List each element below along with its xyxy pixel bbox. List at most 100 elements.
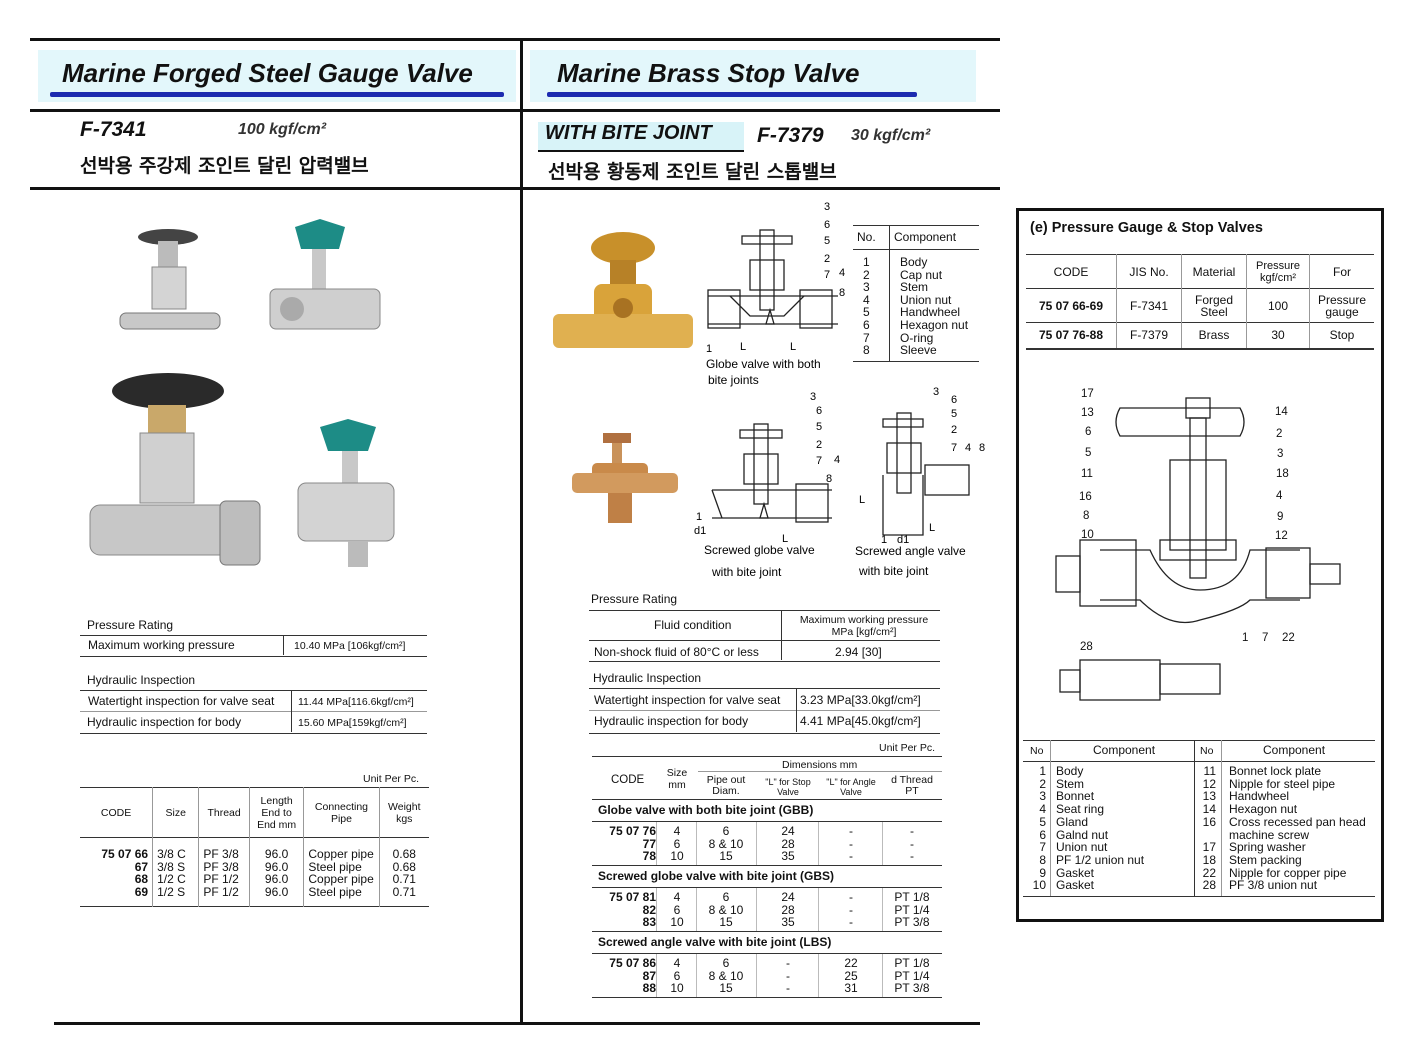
diagram1-caption-2: bite joints <box>708 373 759 387</box>
middle-rating-h2: Maximum working pressure MPa [kgf/cm²] <box>799 614 929 638</box>
middle-rating-h1: Fluid condition <box>654 618 732 632</box>
callout-3: 3 <box>824 201 830 213</box>
cell: 24 <box>781 824 795 838</box>
diagram-callout: 3 <box>1277 448 1284 460</box>
cell: 100 <box>1246 288 1310 323</box>
left-product-photos <box>89 219 395 567</box>
diagram-callout: 22 <box>1282 632 1295 644</box>
list-item: PF 1/2 union nut <box>1056 852 1145 867</box>
cell: 96.0 <box>248 860 304 873</box>
brass-valve-photo-2 <box>572 433 678 523</box>
list-item: 7 <box>1039 840 1046 855</box>
cell: 88 <box>642 981 656 995</box>
cell: 5 <box>863 305 870 320</box>
cell: 1/2 C <box>152 873 199 886</box>
cell: PT 1/8 <box>894 956 930 970</box>
group-title: Screwed angle valve with bite joint (LBS… <box>598 935 832 949</box>
group-rule <box>592 821 942 822</box>
callout-2: 2 <box>816 439 822 451</box>
callout-5: 5 <box>951 408 957 420</box>
list-item: 17 <box>1202 840 1216 855</box>
callout-2: 2 <box>824 253 830 265</box>
cell: Pressure gauge <box>1309 288 1374 323</box>
cell: - <box>910 824 914 838</box>
callout-8: 8 <box>839 287 845 299</box>
bottom-rule <box>54 1022 980 1025</box>
left-korean: 선박용 주강제 조인트 달린 압력밸브 <box>80 155 369 177</box>
diagram2-caption-1: Screwed globe valve <box>704 543 815 557</box>
callout-8: 8 <box>979 442 985 454</box>
cell: 8 & 10 <box>708 836 744 851</box>
cell: O-ring <box>889 331 979 345</box>
left-hyd-title: Hydraulic Inspection <box>87 673 196 687</box>
brass-valve-photo-1 <box>553 232 693 348</box>
cell: 3/8 S <box>152 860 199 873</box>
cell: 10 <box>670 981 684 995</box>
bite-joint-box <box>538 122 744 150</box>
middle-dim-header: Dimensions mm <box>782 759 858 771</box>
rs-th-for: For <box>1309 254 1374 289</box>
diagram-callout: 7 <box>1262 632 1269 644</box>
cell: 75 07 86 <box>609 956 656 970</box>
list-item: Spring washer <box>1229 840 1306 855</box>
cell: Hexagon nut <box>889 319 979 332</box>
diagram-callout: 4 <box>1276 490 1283 502</box>
diagram-callout: 10 <box>1081 529 1094 541</box>
cell: 4 <box>673 824 681 838</box>
cell: 75 07 76-88 <box>1038 328 1104 343</box>
cell: Brass <box>1181 322 1247 349</box>
right-comp-div-1 <box>1050 740 1051 896</box>
cell: PT 3/8 <box>894 981 930 995</box>
diagram-callout: 18 <box>1276 468 1289 480</box>
callout-l: L <box>859 494 865 506</box>
column-divider <box>520 38 523 1024</box>
list-item: 12 <box>1202 776 1216 791</box>
cell: 22 <box>844 956 858 970</box>
list-item: Gland <box>1056 814 1089 829</box>
left-rating-title: Pressure Rating <box>87 618 174 632</box>
cell: - <box>786 968 790 983</box>
middle-th-pipe: Pipe out Diam. <box>706 774 746 797</box>
callout-1: 1 <box>881 534 887 546</box>
callout-l: L <box>782 533 788 545</box>
diagram-callout: 5 <box>1085 447 1092 459</box>
cell: 87 <box>642 968 656 983</box>
list-item: 22 <box>1202 865 1216 880</box>
rc-th-comp-1: Component <box>1093 743 1156 757</box>
cell: - <box>849 849 853 863</box>
group-col-divider <box>656 888 657 931</box>
cell: F-7379 <box>1116 322 1182 349</box>
list-item: 18 <box>1202 852 1216 867</box>
diagram1-caption-1: Globe valve with both <box>706 357 821 371</box>
diagram-callout: 9 <box>1277 511 1284 523</box>
cell: 15 <box>719 915 733 929</box>
group-col-divider <box>882 888 883 931</box>
list-item: 10 <box>1032 878 1046 893</box>
group-col-divider <box>882 954 883 997</box>
left-th-pipe: Connecting Pipe <box>303 787 380 838</box>
left-hyd-value-2: 15.60 MPa[159kgf/cm²] <box>298 717 407 729</box>
group-bottom-rule <box>592 865 942 866</box>
middle-th-langle: "L" for Angle Valve <box>826 777 876 797</box>
group-title: Globe valve with both bite joint (GBB) <box>598 803 814 817</box>
cell: 35 <box>781 849 795 863</box>
list-item: 1 <box>1039 764 1046 778</box>
table-row: 75 07 66-69 F-7341 Forged Steel 100 Pres… <box>1026 288 1374 323</box>
rc-th-no-1: No <box>1030 745 1044 757</box>
callout-7: 7 <box>824 269 830 281</box>
left-rating-divider <box>283 635 284 655</box>
cell: 24 <box>781 890 795 904</box>
bite-joint-label: WITH BITE JOINT <box>545 122 712 144</box>
list-item: Stem packing <box>1229 852 1302 867</box>
list-item: 16 <box>1202 814 1216 829</box>
cell: 0.68 <box>378 837 429 861</box>
cell: - <box>786 956 790 970</box>
middle-dim-line <box>698 771 942 772</box>
group-col-divider <box>882 822 883 865</box>
callout-l1: L <box>740 341 746 353</box>
left-hyd-box <box>80 690 427 734</box>
right-comp-bottom <box>1023 896 1375 897</box>
